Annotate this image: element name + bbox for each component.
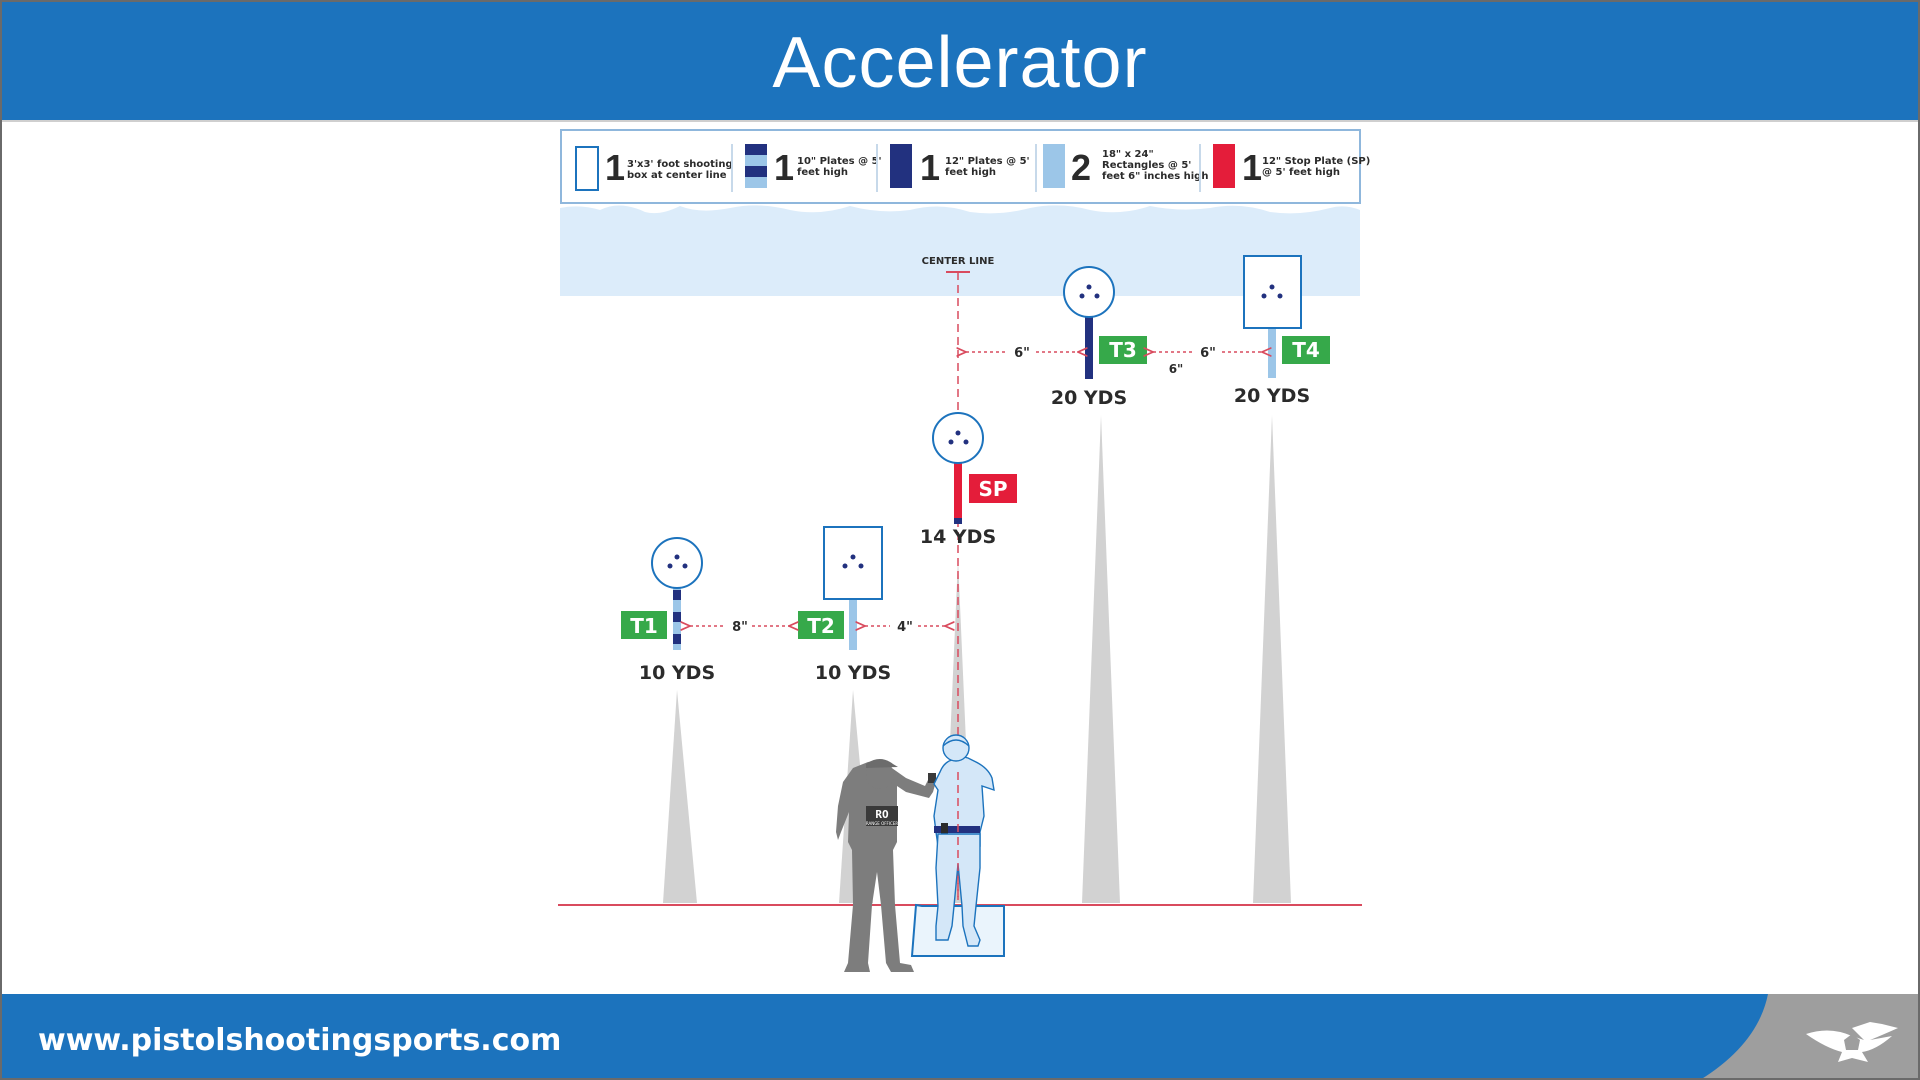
svg-text:SP: SP [978,477,1007,501]
target-t2: T2 10 YDS [798,526,891,684]
spacing-label: 6" [1014,346,1030,361]
spacing-label: 6" [1200,346,1216,361]
rectangle-target-icon [1243,255,1302,329]
spacing-label: 6" [1169,362,1184,376]
footer-url[interactable]: www.pistolshootingsports.com [38,1023,561,1058]
legend-item-shooting-box: 1 3'x3' foot shooting box at center line [575,146,733,191]
target-t3: T3 20 YDS [1051,266,1147,409]
distance-label-t3: 20 YDS [1051,387,1127,409]
target-tag-t2 [798,611,844,639]
legend-count: 1 [774,147,794,188]
shooter-icon [933,734,995,947]
lane-t1 [663,690,697,903]
legend-text: box at center line [627,170,727,181]
target-t1: T1 10 YDS [621,537,715,684]
ro-badge [866,806,898,826]
distance-label-sp: 14 YDS [920,526,996,548]
target-t4: T4 20 YDS [1234,255,1330,407]
target-sp: SP 14 YDS [920,412,1017,548]
range-officer-icon: RO RANGE OFFICER [836,759,937,972]
legend-count: 2 [1071,147,1091,188]
legend-item-rectangle: 2 18" x 24" Rectangles @ 5' feet 6" inch… [1043,144,1208,188]
target-tag-t1 [621,611,667,639]
legend-count: 1 [1242,147,1262,188]
footer-bar [0,994,1920,1080]
spacing-label: 4" [897,620,913,635]
distance-label-t4: 20 YDS [1234,385,1310,407]
target-plate-icon [1063,266,1115,318]
legend-text: 12" Plates @ 5' [945,156,1030,167]
legend-item-12in-plate: 1 12" Plates @ 5' feet high [890,144,1030,188]
sky-backdrop [560,205,1360,296]
svg-text:T1: T1 [630,614,658,638]
legend-count: 1 [605,147,625,188]
svg-text:T2: T2 [807,614,835,638]
svg-text:T4: T4 [1292,338,1320,362]
target-tag-t4 [1282,336,1330,364]
legend-item-stop-plate: 1 12" Stop Plate (SP) @ 5' feet high [1213,144,1370,188]
lane-t4 [1253,415,1291,903]
plate-12-swatch [890,144,912,188]
rectangle-swatch [1043,144,1065,188]
target-plate-icon [932,412,984,464]
legend-text: feet high [797,167,848,178]
distance-label-t1: 10 YDS [639,662,715,684]
legend-text: 10" Plates @ 5' [797,156,882,167]
center-line-label: CENTER LINE [922,256,995,267]
target-tag-sp [969,474,1017,503]
shooting-box-swatch [575,146,599,191]
legend-text: 3'x3' foot shooting [627,159,733,170]
svg-text:RANGE OFFICER: RANGE OFFICER [866,821,898,826]
svg-text:T3: T3 [1109,338,1137,362]
shooting-box [910,903,1005,957]
legend: 1 3'x3' foot shooting box at center line… [560,129,1370,204]
legend-text: feet 6" inches high [1102,171,1208,182]
svg-text:RO: RO [875,808,889,821]
eagle-logo-icon [1806,1022,1898,1062]
target-plate-icon [651,537,703,589]
legend-text: Rectangles @ 5' [1102,160,1191,171]
distance-label-t2: 10 YDS [815,662,891,684]
spacing-markers: 8" 4" 6" 6" 6" [690,346,1262,635]
legend-text: feet high [945,167,996,178]
legend-text: 12" Stop Plate (SP) [1262,156,1370,167]
lane-t3 [1082,415,1120,903]
legend-text: 18" x 24" [1102,149,1154,160]
header-bar [0,0,1920,122]
legend-item-10in-plate: 1 10" Plates @ 5' feet high [745,144,882,188]
rectangle-target-icon [823,526,883,600]
stop-plate-swatch [1213,144,1235,188]
page-title: Accelerator [772,23,1148,103]
legend-count: 1 [920,147,940,188]
spacing-label: 8" [732,620,748,635]
legend-text: @ 5' feet high [1262,167,1340,178]
target-tag-t3 [1099,336,1147,364]
